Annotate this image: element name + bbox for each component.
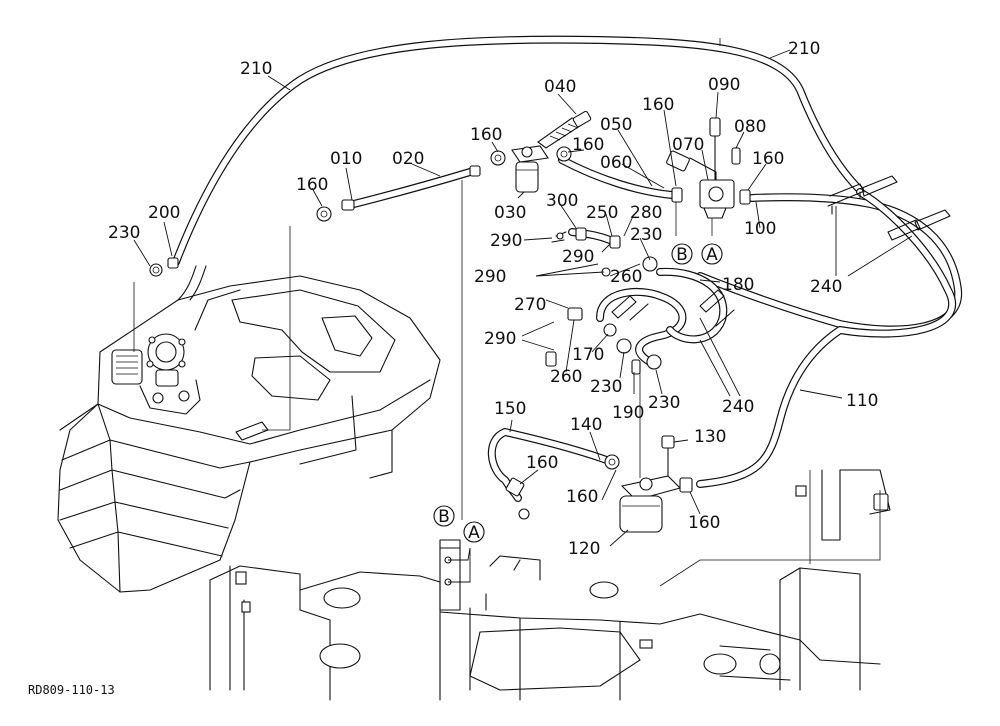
callout-240-right: 240 (810, 277, 842, 297)
callout-060: 060 (600, 153, 632, 173)
callout-140: 140 (570, 415, 602, 435)
callout-160-pump: 160 (642, 95, 674, 115)
hose-110 (696, 188, 957, 488)
callout-230-lower-left: 230 (590, 377, 622, 397)
marker-b-lower: B (433, 505, 455, 527)
circled-markers: B A B A (433, 243, 723, 543)
callout-250: 250 (586, 203, 618, 223)
hose-060 (558, 156, 676, 199)
callout-290-lower: 290 (484, 329, 516, 349)
callout-300: 300 (546, 191, 578, 211)
callout-160-040: 160 (572, 135, 604, 155)
water-separator-120 (505, 435, 693, 533)
callout-230-tank: 230 (108, 223, 140, 243)
callout-160-right: 160 (752, 149, 784, 169)
callout-100: 100 (744, 219, 776, 239)
callout-280: 280 (630, 203, 662, 223)
callout-200: 200 (148, 203, 180, 223)
callout-180: 180 (722, 275, 754, 295)
callout-040: 040 (544, 77, 576, 97)
callout-090: 090 (708, 75, 740, 95)
callout-130: 130 (694, 427, 726, 447)
callout-030: 030 (494, 203, 526, 223)
lower-bracket-ab (439, 539, 471, 611)
callout-270: 270 (514, 295, 546, 315)
callout-210-left: 210 (240, 59, 272, 79)
callout-010: 010 (330, 149, 362, 169)
fittings-upper (149, 146, 751, 277)
callout-160-sep-left: 160 (566, 487, 598, 507)
marker-a-lower: A (463, 521, 485, 543)
callout-260-lower: 260 (550, 367, 582, 387)
svg-text:A: A (468, 523, 480, 543)
callout-160-hose150: 160 (526, 453, 558, 473)
hose-210 (172, 35, 864, 266)
callout-020: 020 (392, 149, 424, 169)
callout-160-filter: 160 (470, 125, 502, 145)
fuel-tank (57, 265, 441, 593)
connection-lines (133, 180, 881, 587)
callout-210-right: 210 (788, 39, 820, 59)
callout-290-left: 290 (474, 267, 506, 287)
callout-170: 170 (572, 345, 604, 365)
callout-150: 150 (494, 399, 526, 419)
figure-reference: RD809-110-13 (28, 683, 115, 697)
callout-110: 110 (846, 391, 878, 411)
callout-120: 120 (568, 539, 600, 559)
hose-020 (342, 168, 474, 210)
svg-text:B: B (438, 507, 450, 527)
fuel-filter-030 (511, 145, 549, 193)
callout-290-mid: 290 (562, 247, 594, 267)
leader-lines (133, 49, 913, 547)
callout-240-lower: 240 (722, 397, 754, 417)
callout-160-sep-right: 160 (688, 513, 720, 533)
hose-clamps (611, 175, 951, 327)
callout-080: 080 (734, 117, 766, 137)
solenoid-pump-070 (666, 117, 741, 219)
banjo-bolt-040 (537, 110, 592, 149)
callout-160-tank: 160 (296, 175, 328, 195)
callout-070: 070 (672, 135, 704, 155)
callout-050: 050 (600, 115, 632, 135)
callout-230-lower-right: 230 (648, 393, 680, 413)
callout-190: 190 (612, 403, 644, 423)
svg-text:A: A (706, 245, 718, 265)
callout-230-mid: 230 (630, 225, 662, 245)
callout-260-upper: 260 (610, 267, 642, 287)
callout-290-upper: 290 (490, 231, 522, 251)
callout-labels: 210 210 200 230 160 010 020 160 030 040 … (108, 39, 878, 559)
machine-frame (209, 469, 891, 701)
marker-a-upper: A (701, 243, 723, 265)
hose-100 (696, 193, 963, 334)
svg-text:B: B (676, 245, 688, 265)
marker-b-upper: B (671, 243, 693, 265)
